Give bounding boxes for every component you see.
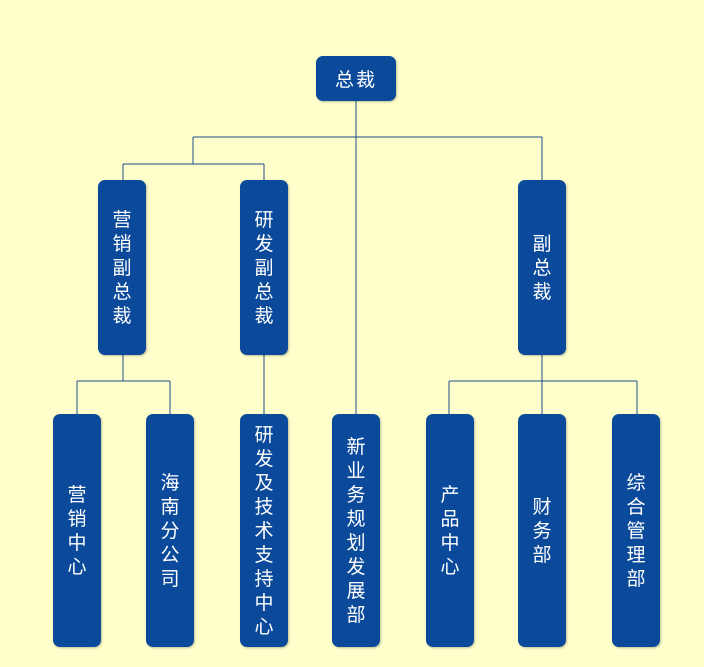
node-ceo: 总裁	[316, 56, 396, 101]
node-product-center: 产品中心	[426, 414, 474, 647]
node-rd-tech-support: 研发及技术支持中心	[240, 414, 288, 647]
node-sales-vp-label: 营销副总裁	[112, 208, 132, 327]
node-sales-vp: 营销副总裁	[98, 180, 146, 355]
node-rd-vp-label: 研发副总裁	[254, 208, 274, 327]
node-vp: 副总裁	[518, 180, 566, 355]
node-finance-dept-label: 财务部	[532, 495, 552, 566]
node-rd-vp: 研发副总裁	[240, 180, 288, 355]
node-ceo-label: 总裁	[334, 69, 377, 91]
node-new-business-dept: 新业务规划发展部	[332, 414, 380, 647]
node-sales-center-label: 营销中心	[67, 483, 87, 578]
node-admin-dept-label: 综合管理部	[626, 471, 646, 590]
node-admin-dept: 综合管理部	[612, 414, 660, 647]
node-finance-dept: 财务部	[518, 414, 566, 647]
node-rd-tech-support-label: 研发及技术支持中心	[254, 423, 274, 638]
node-sales-center: 营销中心	[53, 414, 101, 647]
node-new-business-dept-label: 新业务规划发展部	[346, 435, 366, 626]
node-vp-label: 副总裁	[532, 232, 552, 303]
node-product-center-label: 产品中心	[440, 483, 460, 578]
node-hainan-branch: 海南分公司	[146, 414, 194, 647]
node-hainan-branch-label: 海南分公司	[160, 471, 180, 590]
